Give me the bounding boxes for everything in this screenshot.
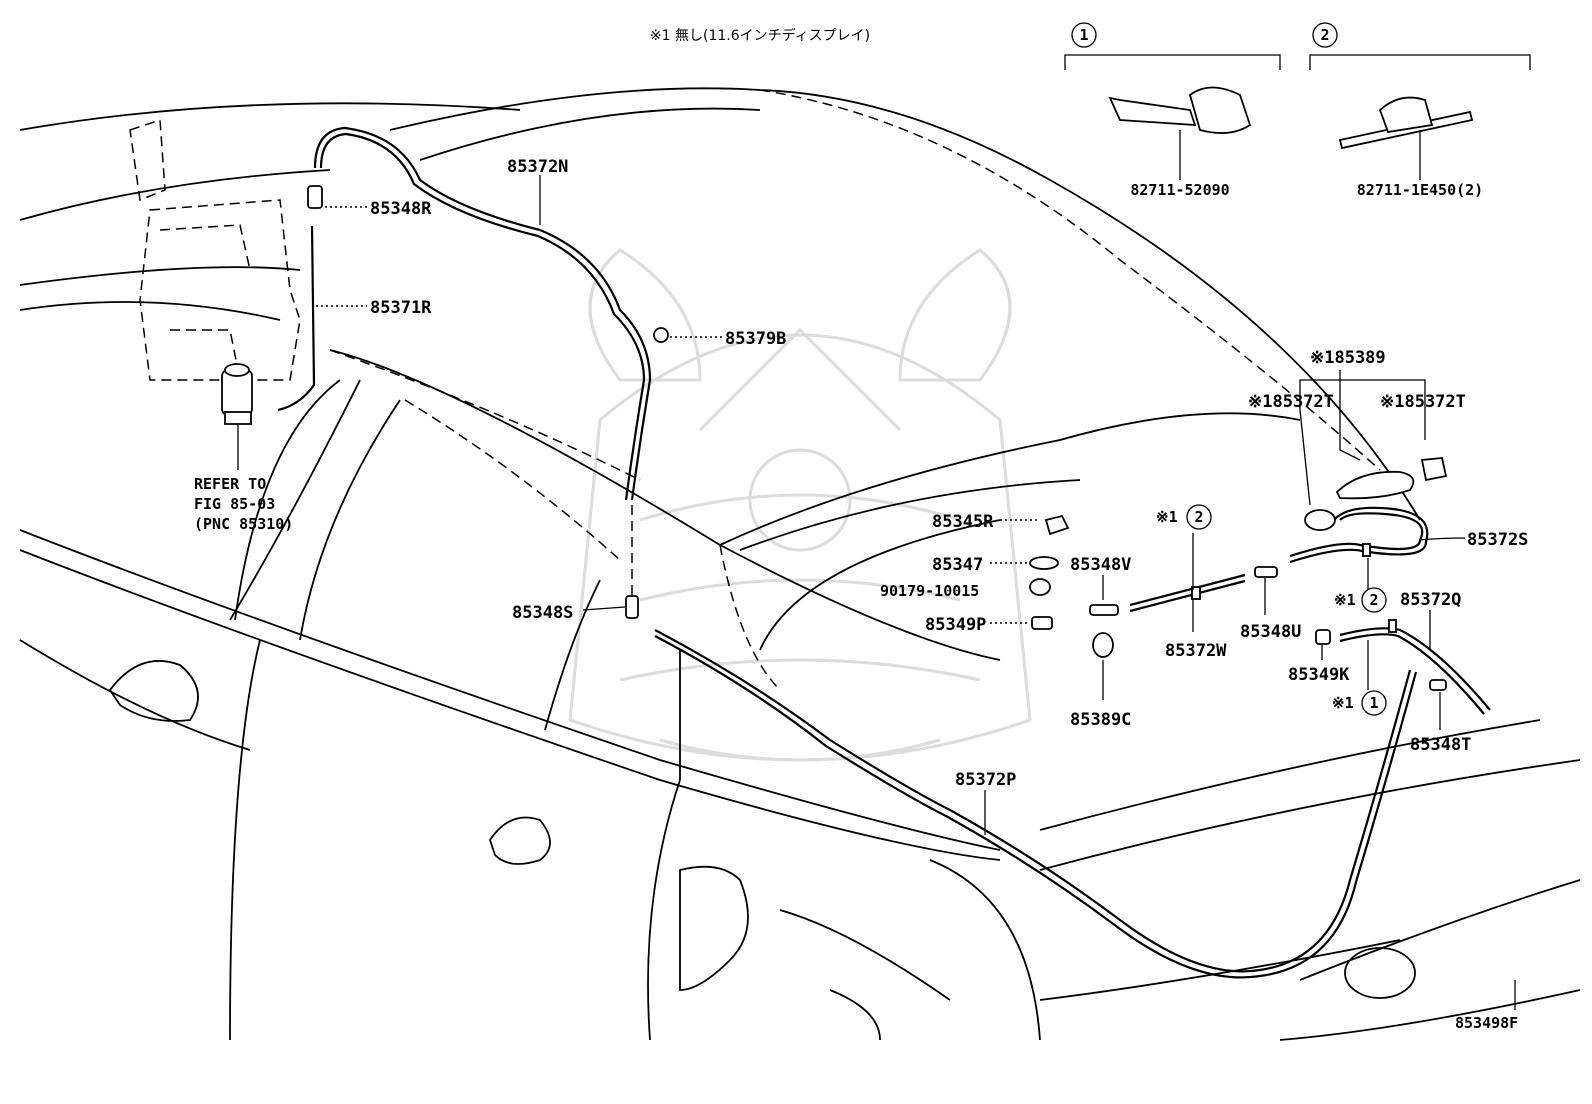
inset-2-marker: 2 (1320, 26, 1329, 44)
label-85372P: 85372P (955, 770, 1016, 790)
label-85372Q: 85372Q (1400, 590, 1461, 610)
svg-text:※1: ※1 (1332, 694, 1354, 712)
refer-note: REFER TO FIG 85-03 (PNC 85310) (194, 475, 293, 533)
joint-85349P (1031, 616, 1053, 630)
nozzle-85372T-right (1420, 457, 1448, 482)
svg-text:※1: ※1 (1334, 591, 1356, 609)
label-85348T: 85348T (1410, 735, 1471, 755)
note-top: ※1 無し(11.6インチディスプレイ) (650, 27, 870, 44)
label-85379B: 85379B (725, 329, 786, 349)
washer-tank (129, 118, 301, 381)
washer-pump (221, 363, 253, 470)
label-90179: 90179-10015 (880, 582, 979, 600)
joint-85348U (1254, 566, 1278, 578)
joint-85349K (1315, 629, 1331, 645)
clamp-85372W (1191, 586, 1201, 600)
svg-text:※1: ※1 (1156, 508, 1178, 526)
inset-2-part-number: 82711-1E450(2) (1357, 181, 1483, 199)
callout-c1-right: ※1 1 (1332, 690, 1387, 716)
label-85372N: 85372N (507, 157, 568, 177)
svg-text:2: 2 (1194, 508, 1203, 526)
nut-90179 (1029, 578, 1051, 596)
label-85348V: 85348V (1070, 555, 1131, 575)
label-85348U: 85348U (1240, 622, 1301, 642)
nozzle-85345R (1044, 514, 1070, 536)
grommet-85389C (1092, 632, 1114, 658)
label-85349P: 85349P (925, 615, 986, 635)
label-85389C: 85389C (1070, 710, 1131, 730)
label-85349K: 85349K (1288, 665, 1350, 685)
label-85348R: 85348R (370, 199, 432, 219)
leader-lines (316, 175, 1516, 1010)
refer-line-3: (PNC 85310) (194, 515, 293, 533)
label-85372T-right: ※185372T (1380, 392, 1466, 412)
inset-1-part-number: 82711-52090 (1130, 181, 1229, 199)
joint-85348R (307, 185, 323, 209)
joint-85348T (1429, 679, 1447, 691)
clip-85379B (653, 327, 669, 343)
label-85372T-left: ※185372T (1248, 392, 1334, 412)
label-85348S: 85348S (512, 603, 573, 623)
inset-1: 1 82711-52090 (1064, 22, 1281, 199)
label-85372S: 85372S (1467, 530, 1528, 550)
joint-85348S (625, 595, 639, 619)
label-85371R: 85371R (370, 298, 432, 318)
refer-line-1: REFER TO (194, 475, 266, 493)
clamp-85372S (1362, 543, 1371, 557)
callout-c2-top: ※1 2 (1156, 504, 1212, 530)
label-85345R: 85345R (932, 512, 994, 532)
inset-2: 2 82711-1E450(2) (1309, 22, 1531, 199)
grommet-85389 (1335, 470, 1415, 500)
label-85389: ※185389 (1310, 348, 1386, 368)
small-parts (307, 185, 1448, 691)
washer-hoses (277, 126, 1491, 979)
refer-line-2: FIG 85-03 (194, 495, 275, 513)
nozzle-85372T-left (1304, 509, 1336, 531)
part-labels: 85348R 85371R 85372N 85379B ※185389 ※185… (370, 157, 1528, 1032)
joint-85348V (1089, 604, 1119, 616)
svg-text:1: 1 (1369, 694, 1378, 712)
label-85347: 85347 (932, 555, 983, 575)
car-body-outline (19, 87, 1581, 1041)
callout-c2-mid: ※1 2 (1334, 587, 1387, 613)
svg-text:2: 2 (1369, 591, 1378, 609)
clamp-85372Q (1388, 619, 1397, 633)
inset-1-marker: 1 (1079, 26, 1088, 44)
watermark-logo (568, 248, 1032, 762)
label-85372W: 85372W (1165, 641, 1227, 661)
washer-85347 (1029, 556, 1059, 570)
figure-code: 853498F (1455, 1014, 1518, 1032)
